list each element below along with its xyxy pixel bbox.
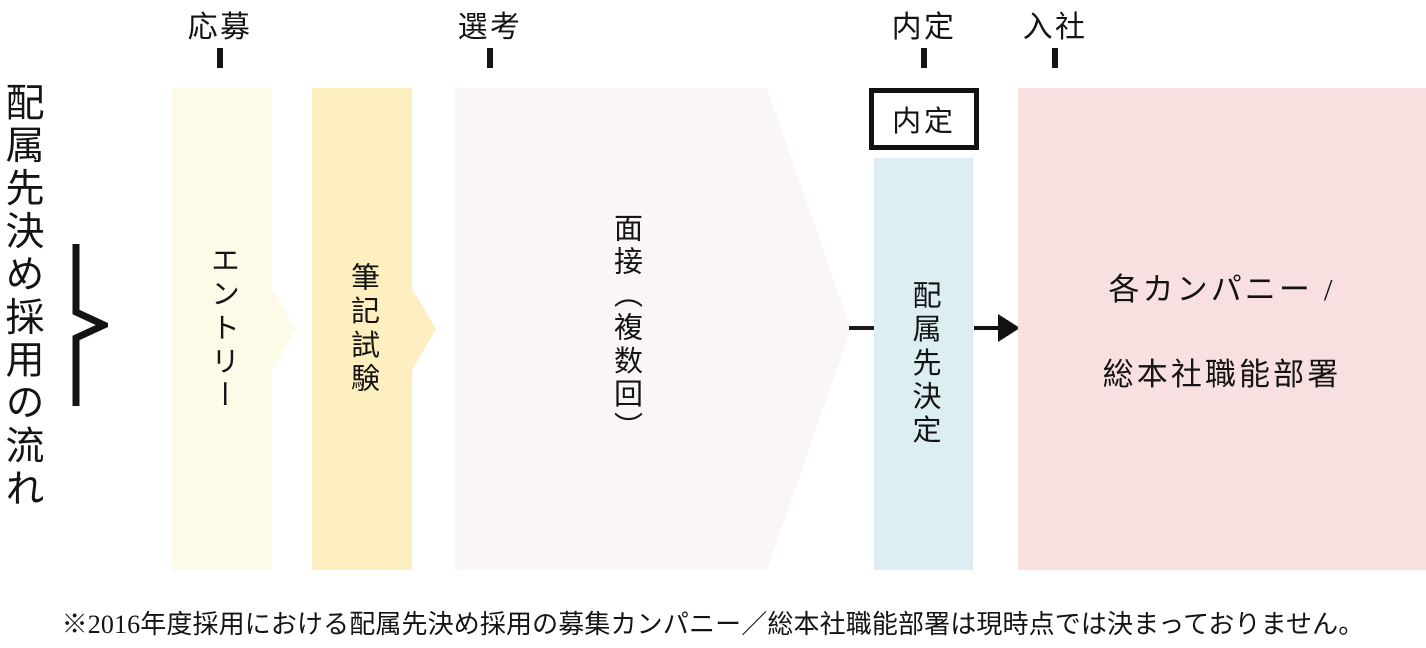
flow-step-entry-arrow-tip [272,288,296,370]
flow-step-assignment: 配属先決定 [874,158,973,570]
stage-tick-nyuusha [1052,48,1058,68]
flow-step-interview-label: 面接（複数回） [609,213,642,445]
flow-destination-line1: 各カンパニー / [1108,272,1336,307]
stage-header-oubo: 応募 [187,11,253,44]
flow-step-assignment-label: 配属先決定 [908,279,940,449]
offer-box: 内定 [869,88,979,150]
flow-step-interview [455,88,851,570]
stage-header-naitei: 内定 [891,11,957,44]
brace-icon [72,244,108,406]
stage-tick-naitei [921,48,927,68]
flow-step-entry: エントリー [172,88,272,570]
flow-step-written-exam-label: 筆記試験 [346,261,379,397]
footnote-text: ※2016年度採用における配属先決め採用の募集カンパニー／総本社職能部署は現時点… [61,610,1365,639]
flow-destination [1018,88,1426,570]
flow-step-entry-label: エントリー [206,244,239,414]
flow-destination-text: 各カンパニー / 総本社職能部署 [1018,88,1426,570]
connector-dash [849,326,875,330]
stage-tick-oubo [217,48,223,68]
stage-tick-senkou [487,48,493,68]
flow-destination-line2: 総本社職能部署 [1102,357,1342,392]
stage-header-nyuusha: 入社 [1022,11,1088,44]
flow-step-written-exam-arrow-tip [412,288,436,370]
page-title: 配属先決め採用の流れ [0,82,43,511]
arrow-right-icon [974,314,1020,342]
stage-header-senkou: 選考 [457,11,523,44]
flow-step-written-exam: 筆記試験 [312,88,412,570]
